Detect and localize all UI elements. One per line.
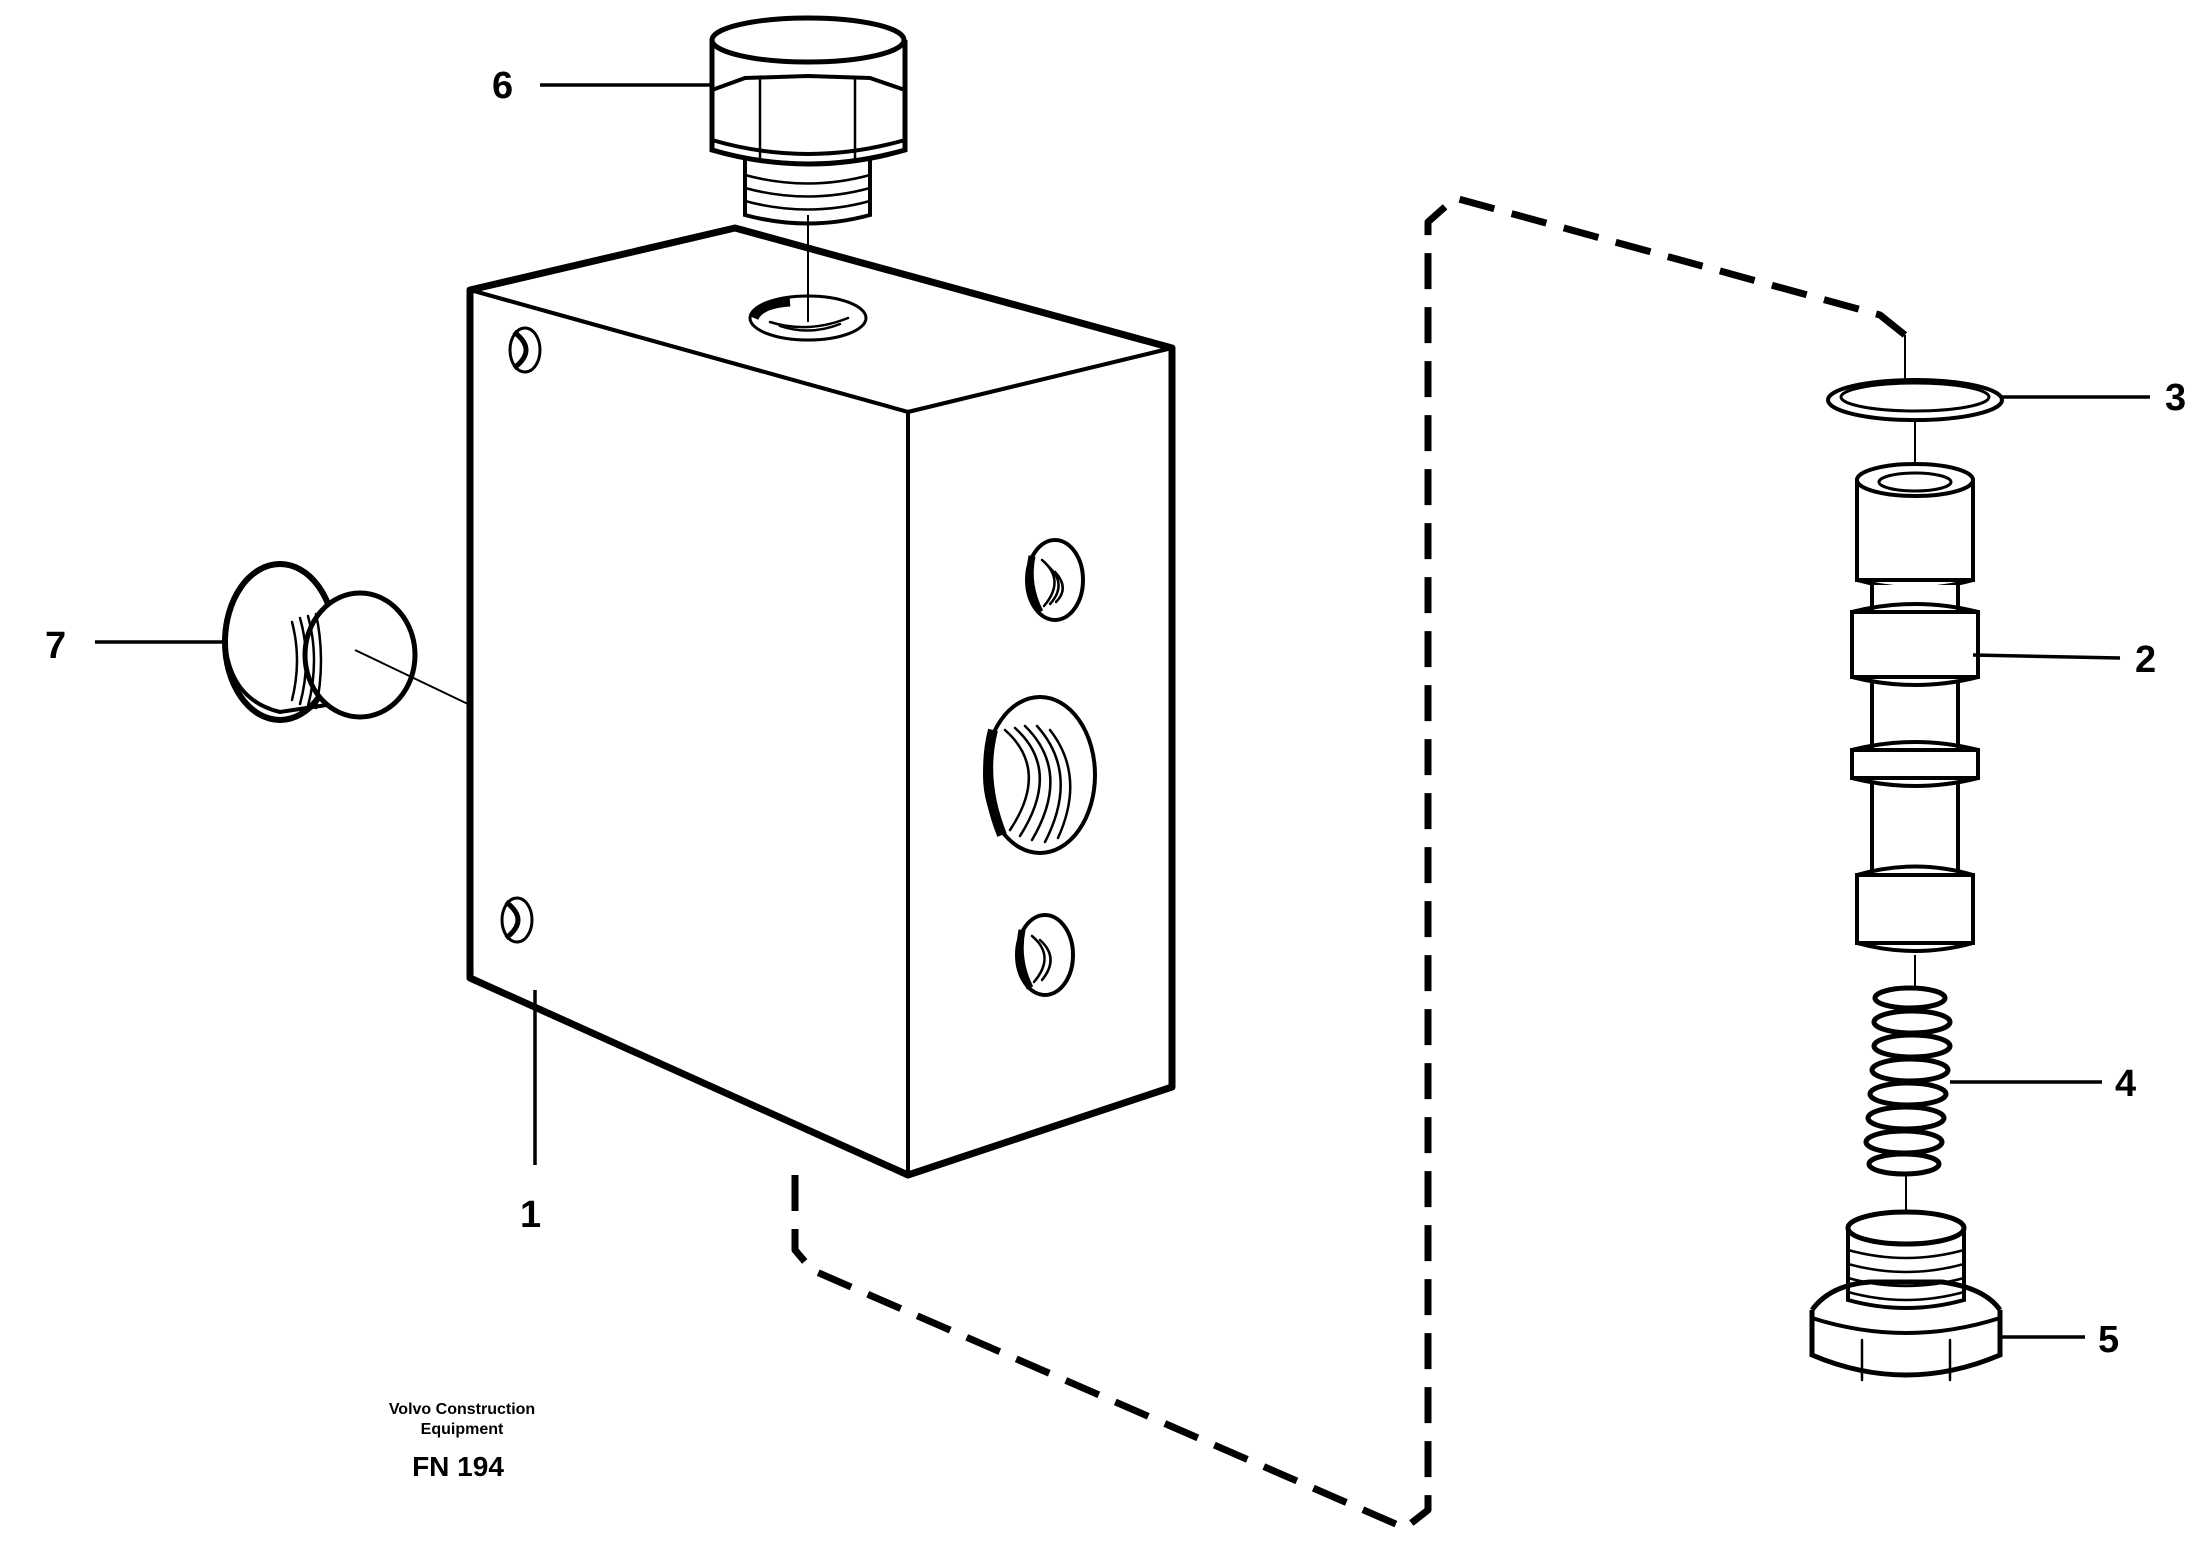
callout-number-1: 1 xyxy=(520,1194,541,1236)
side-port-center xyxy=(983,695,1097,855)
callout-number-7: 7 xyxy=(45,625,66,667)
side-port-upper xyxy=(1025,538,1085,622)
brand-line-1: Volvo Construction xyxy=(389,1401,535,1418)
o-ring xyxy=(1826,378,2004,422)
figure-code: FN 194 xyxy=(412,1451,504,1482)
brand-line-2: Equipment xyxy=(421,1421,504,1438)
callout-number-3: 3 xyxy=(2165,377,2186,419)
bottom-plug xyxy=(1809,1209,2003,1382)
callout-number-2: 2 xyxy=(2135,639,2156,681)
top-plug xyxy=(709,15,908,226)
callout-number-4: 4 xyxy=(2115,1063,2136,1105)
callout-number-6: 6 xyxy=(492,65,513,107)
assembly-dashed-outline xyxy=(791,194,1908,1532)
valve-spool xyxy=(1850,462,1980,953)
callout-leaders xyxy=(95,83,2150,1339)
callout-number-5: 5 xyxy=(2098,1319,2119,1361)
spring xyxy=(1863,985,1953,1177)
side-plug xyxy=(222,561,471,723)
side-port-lower xyxy=(1015,913,1075,997)
mounting-hole-lower xyxy=(500,896,534,944)
mounting-hole-upper xyxy=(508,326,542,374)
valve-block xyxy=(466,224,1176,1179)
